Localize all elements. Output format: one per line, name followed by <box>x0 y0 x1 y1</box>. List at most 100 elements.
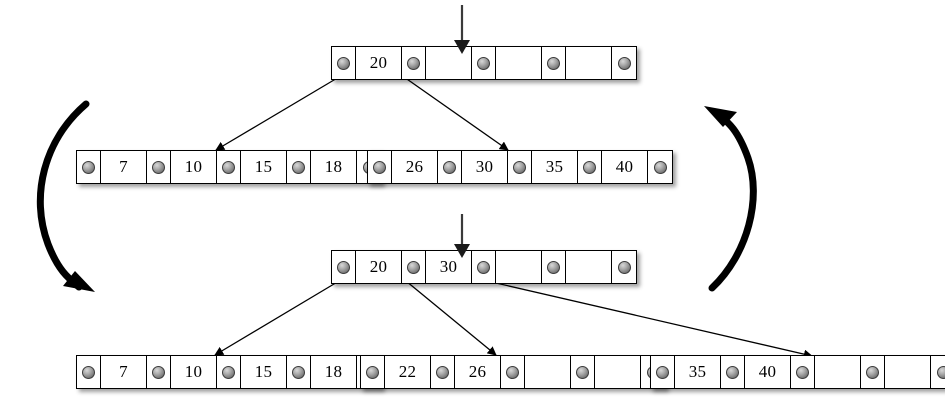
pointer-cell[interactable] <box>438 151 462 183</box>
pointer-dot-icon <box>656 365 669 379</box>
key-cell[interactable]: 35 <box>532 151 578 183</box>
pointer-cell[interactable] <box>472 47 496 79</box>
root-node-before[interactable]: 20 <box>331 46 637 80</box>
wire-root-after-p0 <box>214 280 340 356</box>
key-cell[interactable] <box>566 47 612 79</box>
pointer-cell[interactable] <box>501 356 525 388</box>
pointer-cell[interactable] <box>648 151 672 183</box>
pointer-cell[interactable] <box>931 356 945 388</box>
pointer-cell[interactable] <box>332 47 356 79</box>
key-cell[interactable] <box>815 356 861 388</box>
left-curved-transition-arrow <box>36 100 90 291</box>
pointer-cell[interactable] <box>332 251 356 283</box>
key-cell[interactable]: 18 <box>311 151 357 183</box>
key-cell[interactable] <box>496 47 542 79</box>
wire-root-before-p1 <box>403 76 509 151</box>
pointer-dot-icon <box>222 365 235 379</box>
pointer-cell[interactable] <box>721 356 745 388</box>
pointer-dot-icon <box>292 160 305 174</box>
key-cell[interactable]: 26 <box>455 356 501 388</box>
left-curve-arrowhead <box>63 271 95 292</box>
pointer-cell[interactable] <box>472 251 496 283</box>
pointer-cell[interactable] <box>651 356 675 388</box>
leaf-node-22-26[interactable]: 22 26 <box>360 355 666 389</box>
key-cell[interactable]: 18 <box>311 356 357 388</box>
pointer-cell[interactable] <box>402 47 426 79</box>
key-cell[interactable] <box>525 356 571 388</box>
pointer-dot-icon <box>222 160 235 174</box>
leaf-node-35-40[interactable]: 35 40 <box>650 355 945 389</box>
pointer-dot-icon <box>796 365 809 379</box>
key-cell[interactable]: 15 <box>241 151 287 183</box>
pointer-cell[interactable] <box>402 251 426 283</box>
pointer-dot-icon <box>337 56 350 70</box>
pointer-cell[interactable] <box>217 151 241 183</box>
pointer-cell[interactable] <box>431 356 455 388</box>
pointer-dot-icon <box>726 365 739 379</box>
pointer-dot-icon <box>866 365 879 379</box>
key-cell[interactable]: 7 <box>101 151 147 183</box>
wire-root-before-p0 <box>215 76 340 151</box>
key-cell[interactable]: 40 <box>602 151 648 183</box>
key-cell[interactable]: 10 <box>171 151 217 183</box>
pointer-dot-icon <box>152 160 165 174</box>
key-cell[interactable]: 30 <box>462 151 508 183</box>
pointer-dot-icon <box>337 260 350 274</box>
pointer-dot-icon <box>547 260 560 274</box>
pointer-dot-icon <box>576 365 589 379</box>
pointer-cell[interactable] <box>147 356 171 388</box>
key-cell[interactable]: 20 <box>356 47 402 79</box>
entry-arrow-bottom-head <box>454 244 470 258</box>
pointer-cell[interactable] <box>368 151 392 183</box>
key-cell[interactable]: 35 <box>675 356 721 388</box>
key-cell[interactable]: 15 <box>241 356 287 388</box>
pointer-cell[interactable] <box>612 251 636 283</box>
key-cell[interactable]: 30 <box>426 251 472 283</box>
key-cell[interactable]: 26 <box>392 151 438 183</box>
pointer-cell[interactable] <box>791 356 815 388</box>
pointer-dot-icon <box>292 365 305 379</box>
key-cell[interactable] <box>595 356 641 388</box>
pointer-cell[interactable] <box>542 47 566 79</box>
pointer-cell[interactable] <box>542 251 566 283</box>
pointer-cell[interactable] <box>612 47 636 79</box>
pointer-cell[interactable] <box>861 356 885 388</box>
pointer-cell[interactable] <box>571 356 595 388</box>
key-cell[interactable]: 7 <box>101 356 147 388</box>
pointer-cell[interactable] <box>361 356 385 388</box>
pointer-dot-icon <box>936 365 945 379</box>
entry-arrow-top-head <box>454 40 470 54</box>
pointer-cell[interactable] <box>77 356 101 388</box>
pointer-dot-icon <box>477 260 490 274</box>
pointer-dot-icon <box>547 56 560 70</box>
pointer-dot-icon <box>513 160 526 174</box>
pointer-cell[interactable] <box>287 356 311 388</box>
pointer-dot-icon <box>477 56 490 70</box>
pointer-cell[interactable] <box>147 151 171 183</box>
leaf-node-26-40[interactable]: 26 30 35 40 <box>367 150 673 184</box>
key-cell[interactable]: 40 <box>745 356 791 388</box>
key-cell[interactable] <box>566 251 612 283</box>
key-cell[interactable] <box>496 251 542 283</box>
pointer-cell[interactable] <box>508 151 532 183</box>
key-cell[interactable] <box>885 356 931 388</box>
root-node-after[interactable]: 20 30 <box>331 250 637 284</box>
pointer-cell[interactable] <box>287 151 311 183</box>
pointer-dot-icon <box>407 56 420 70</box>
wire-root-after-p2 <box>469 276 813 359</box>
pointer-dot-icon <box>617 260 631 274</box>
right-curved-transition-arrow <box>708 111 757 292</box>
pointer-cell[interactable] <box>77 151 101 183</box>
pointer-dot-icon <box>366 365 379 379</box>
key-cell[interactable] <box>426 47 472 79</box>
pointer-dot-icon <box>152 365 165 379</box>
key-cell[interactable]: 22 <box>385 356 431 388</box>
key-cell[interactable]: 10 <box>171 356 217 388</box>
right-curve-arrowhead <box>704 106 737 127</box>
key-cell[interactable]: 20 <box>356 251 402 283</box>
pointer-dot-icon <box>436 365 449 379</box>
pointer-cell[interactable] <box>578 151 602 183</box>
pointer-dot-icon <box>506 365 519 379</box>
pointer-cell[interactable] <box>217 356 241 388</box>
